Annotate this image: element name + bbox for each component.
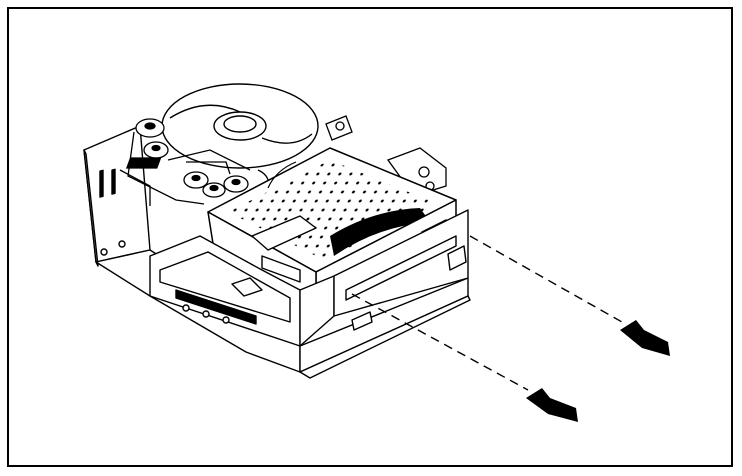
guide-rollers bbox=[119, 118, 270, 206]
cartridge-window bbox=[330, 208, 430, 256]
lower-eject-arrow bbox=[351, 293, 578, 422]
upper-eject-arrow bbox=[469, 235, 670, 356]
upper-arrow-shaft bbox=[469, 235, 623, 323]
lower-arrow-shaft bbox=[351, 293, 529, 391]
wall-slot bbox=[111, 168, 116, 195]
rear-bracket bbox=[325, 115, 447, 197]
lower-arrow-head bbox=[526, 388, 578, 422]
upper-arrow-head bbox=[620, 320, 670, 356]
front-loader bbox=[149, 209, 469, 347]
wall-slot bbox=[99, 169, 104, 198]
